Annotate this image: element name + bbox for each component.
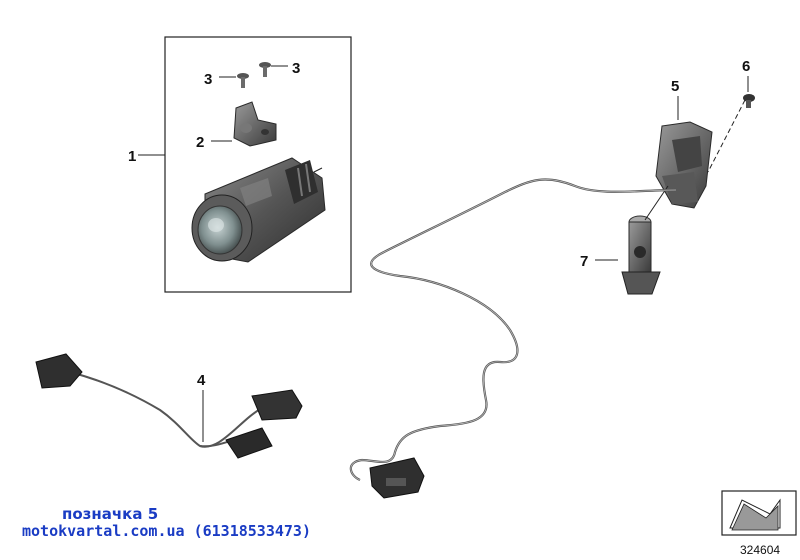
screw-6	[743, 94, 755, 108]
callout-1: 1	[128, 148, 136, 165]
callout-4: 4	[197, 372, 206, 389]
auxiliary-light	[191, 157, 326, 263]
mount-bracket	[233, 101, 277, 147]
connector-top	[251, 389, 303, 421]
diagram-id: 324604	[740, 543, 781, 557]
watermark-label: позначка 5	[62, 505, 159, 523]
callout-3-right: 3	[292, 60, 300, 77]
arrow-corner-icon	[721, 490, 797, 536]
adapter-cable	[69, 371, 263, 448]
assembly-line-7	[644, 185, 669, 221]
connector-left	[35, 353, 83, 389]
callout-5: 5	[671, 78, 679, 95]
callout-7: 7	[580, 253, 588, 270]
screw-left	[237, 73, 249, 88]
main-cable	[349, 178, 677, 482]
watermark-site: motokvartal.com.ua (61318533473)	[22, 522, 311, 540]
callout-6: 6	[742, 58, 750, 75]
callout-3-left: 3	[204, 71, 212, 88]
assembly-line-6	[707, 99, 746, 173]
connector-bottom	[225, 427, 273, 459]
switch-housing	[655, 121, 713, 209]
screw-right	[259, 62, 271, 77]
assembly-box	[164, 36, 352, 293]
callout-2: 2	[196, 134, 204, 151]
main-cable-connector	[369, 457, 425, 499]
clamp	[621, 215, 661, 295]
